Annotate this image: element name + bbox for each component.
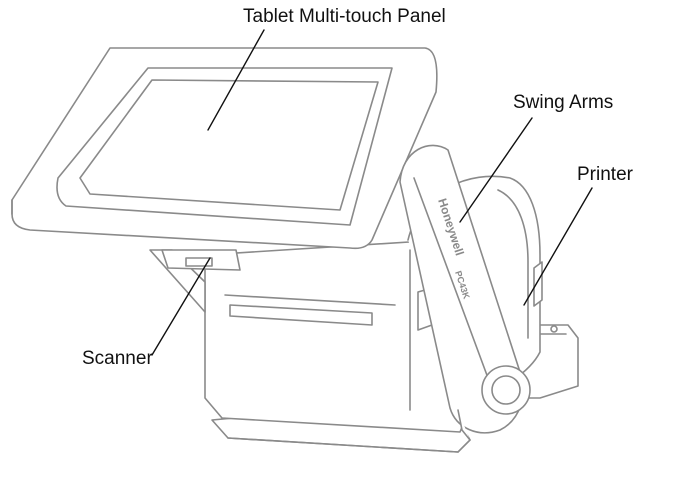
leader-tablet — [207, 29, 265, 131]
leader-swing — [459, 117, 533, 223]
label-tablet-panel: Tablet Multi-touch Panel — [243, 6, 446, 27]
label-printer: Printer — [577, 164, 633, 185]
leader-scanner — [151, 257, 211, 356]
tablet-panel — [11, 47, 438, 250]
leader-lines — [151, 29, 593, 356]
label-scanner: Scanner — [82, 348, 153, 369]
swing-arm: Honeywell PC43K — [399, 144, 531, 441]
leader-printer — [523, 187, 593, 306]
label-swing-arms: Swing Arms — [513, 92, 614, 113]
scanner-support — [149, 249, 241, 313]
